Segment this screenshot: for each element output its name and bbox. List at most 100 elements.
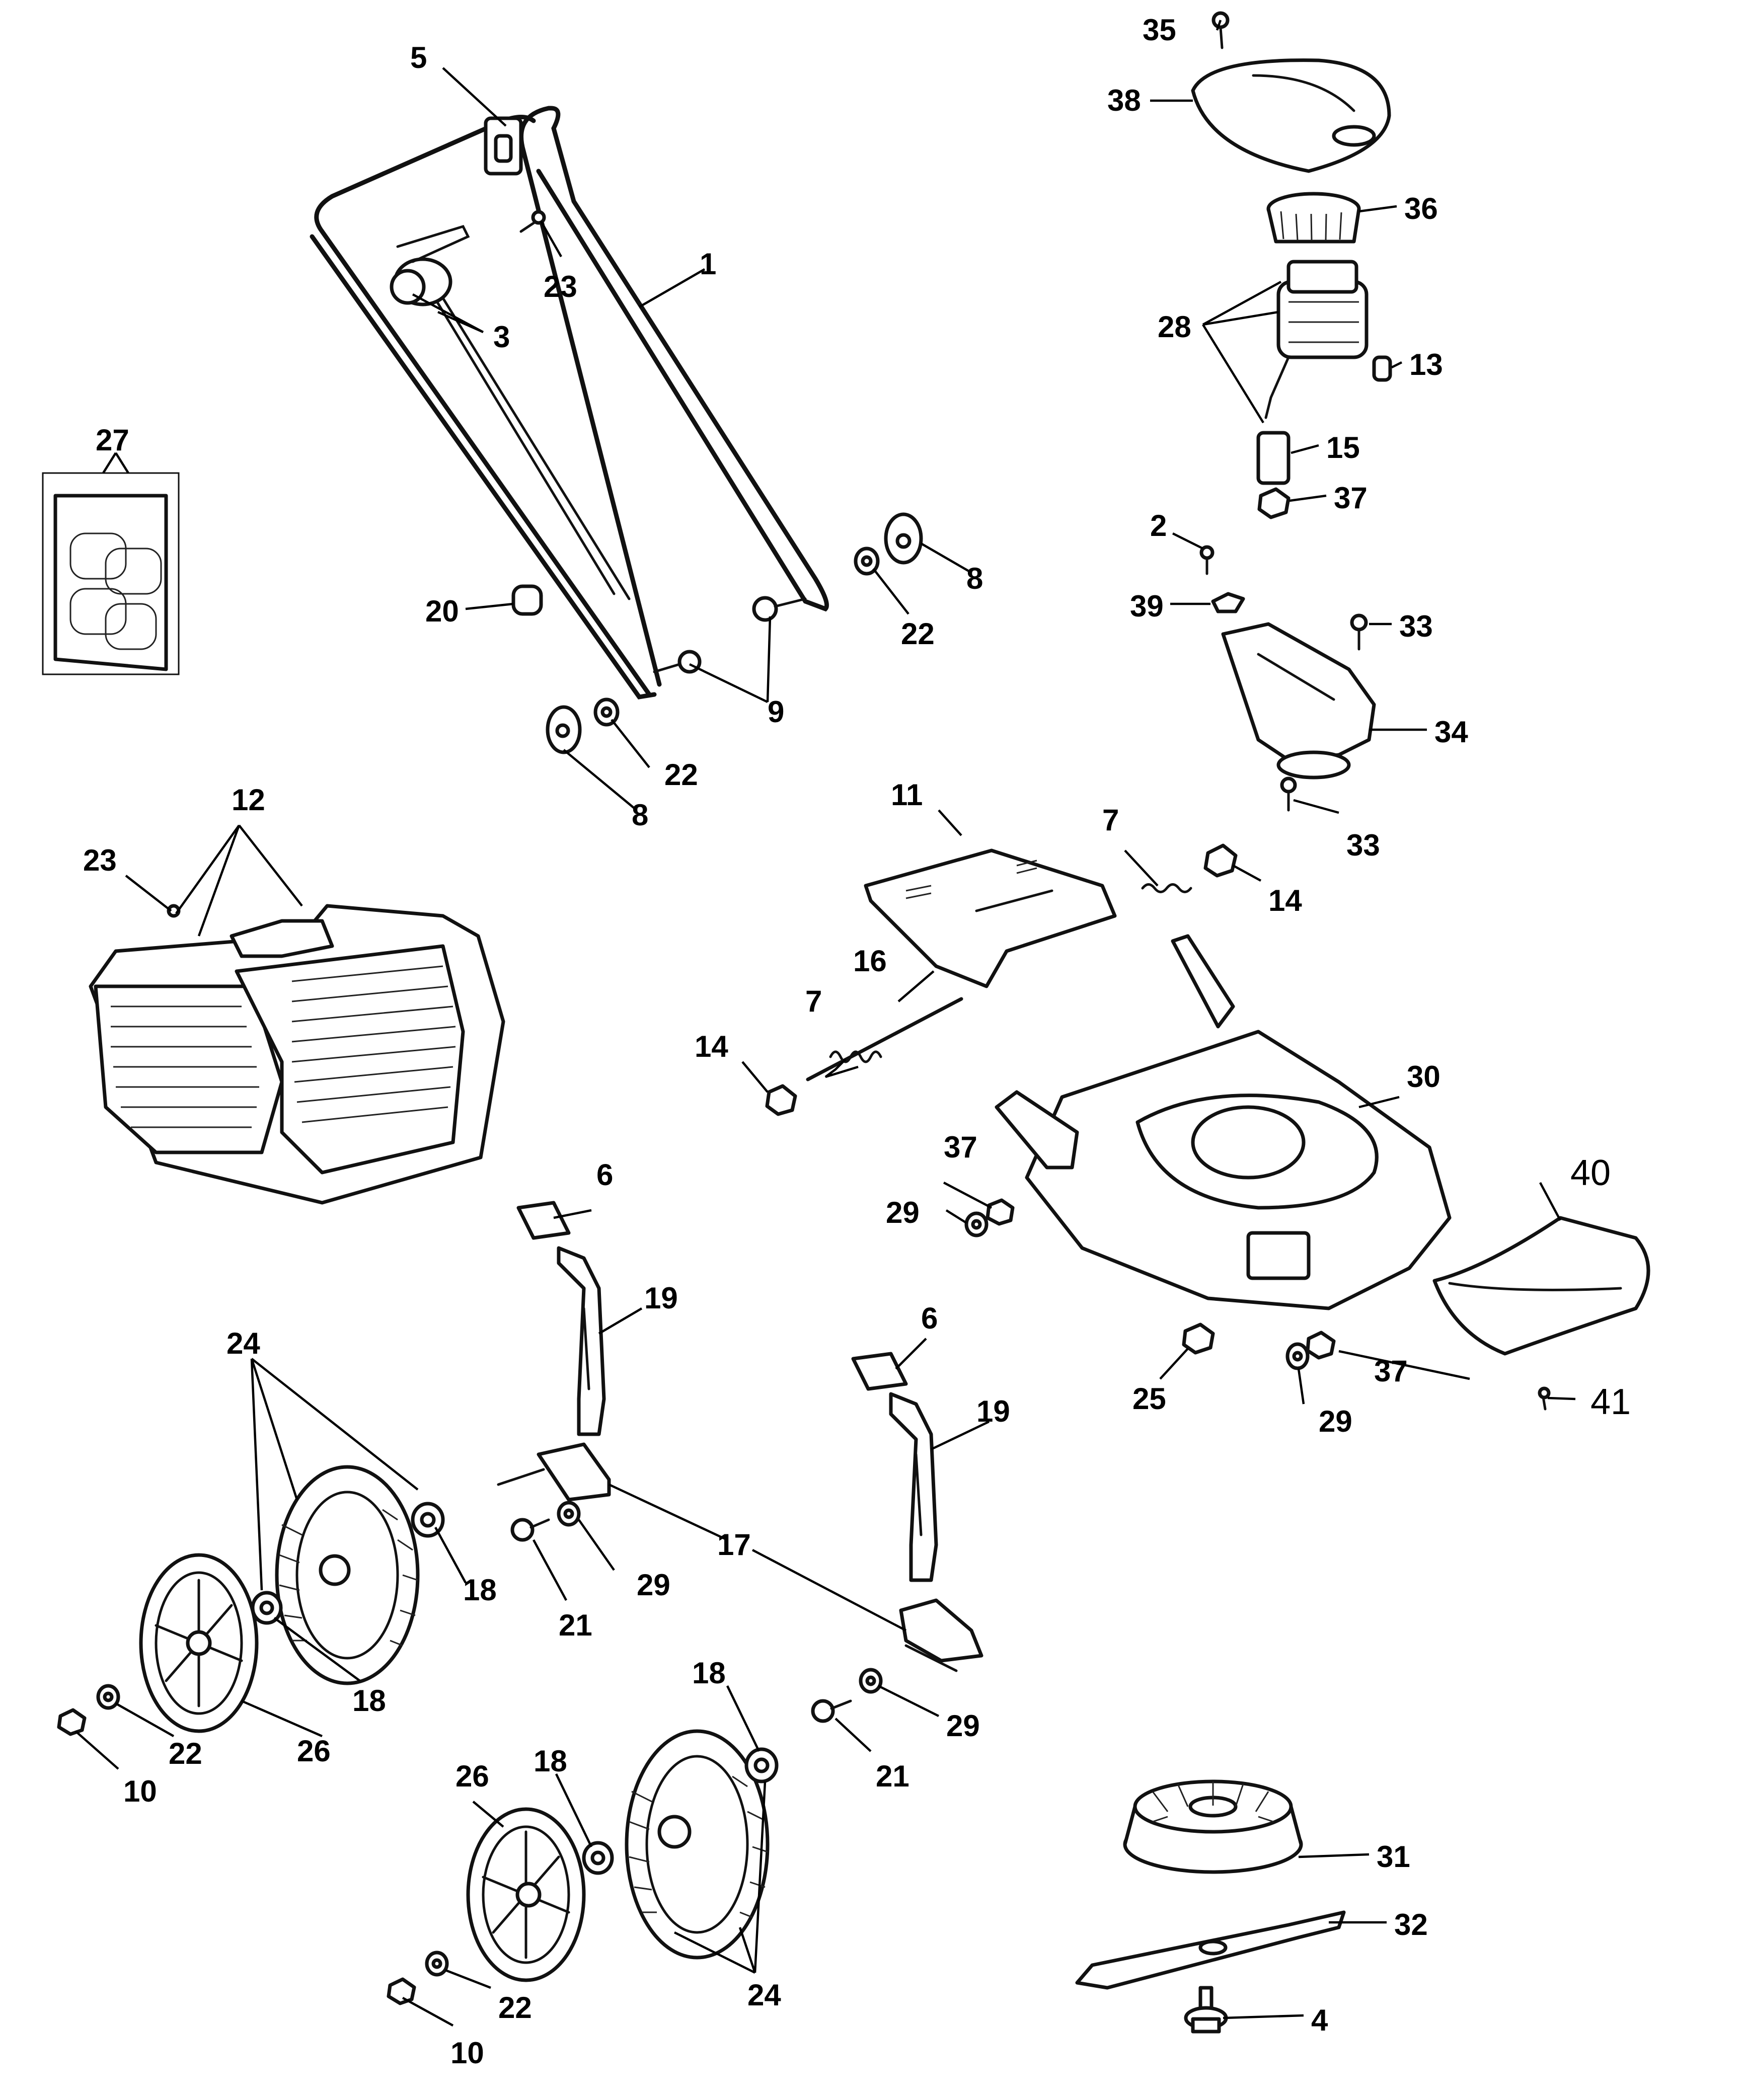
callout-13: 13: [1409, 348, 1443, 381]
motor-housing-part: [1221, 622, 1376, 780]
washer-22-lower-right-part: [425, 1951, 449, 1977]
screw-41-part: [1538, 1386, 1551, 1411]
callout-9: 9: [768, 695, 784, 729]
callout-24-lower: 24: [747, 1978, 781, 2012]
bearing-18-lower-left-part: [582, 1841, 614, 1875]
washer-29-right-part: [1285, 1342, 1310, 1370]
washer-29-left-part: [557, 1501, 581, 1527]
spring-7-left-part: [829, 1050, 882, 1063]
callout-19-left: 19: [644, 1281, 678, 1315]
callout-29-left: 29: [637, 1568, 670, 1602]
screw-2-part: [1199, 545, 1215, 575]
height-lever-19-right-part: [889, 1392, 938, 1582]
nut-37-top-part: [1257, 487, 1291, 519]
callout-32: 32: [1394, 1908, 1428, 1941]
nut-37-right-part: [1306, 1331, 1336, 1360]
callout-21-right: 21: [876, 1759, 909, 1793]
screw-33-right-part: [1350, 613, 1368, 651]
washer-22-lower-left-part: [96, 1684, 120, 1710]
callout-3: 3: [493, 320, 510, 354]
callout-38: 38: [1107, 84, 1141, 117]
screw-23-top-part: [519, 210, 546, 233]
nut-14-right-part: [1203, 843, 1238, 878]
callout-16: 16: [853, 944, 887, 978]
callout-25: 25: [1132, 1382, 1166, 1416]
callout-7-left: 7: [805, 984, 822, 1018]
wheel-24-lower-part: [625, 1729, 770, 1960]
bolt-9-lower-part: [653, 650, 702, 674]
callout-36: 36: [1404, 192, 1438, 225]
callout-18-upper-left: 18: [352, 1684, 386, 1718]
callout-23-top: 23: [544, 270, 577, 303]
washer-29-mid-part: [964, 1211, 989, 1237]
callout-8-right: 8: [966, 562, 983, 595]
blade-part: [1075, 1910, 1346, 1990]
cable-clip-part: [511, 584, 543, 616]
callout-4: 4: [1311, 2003, 1328, 2037]
knob-8-right-part: [884, 512, 923, 565]
callout-6-left: 6: [596, 1158, 613, 1192]
motor-cover-part: [1191, 58, 1391, 173]
callout-37-right: 37: [1374, 1354, 1408, 1388]
callout-28: 28: [1158, 310, 1191, 344]
callout-26-lower: 26: [456, 1759, 489, 1793]
callout-31: 31: [1377, 1840, 1410, 1874]
callout-10-left: 10: [123, 1774, 157, 1808]
nut-37-mid-part: [985, 1198, 1015, 1226]
handle-clip-part: [484, 116, 523, 176]
callout-26-upper: 26: [297, 1734, 331, 1768]
callout-19-right: 19: [976, 1394, 1010, 1428]
callout-23-left: 23: [83, 843, 117, 877]
knob-8-left-part: [546, 705, 582, 754]
callout-29-mid: 29: [886, 1196, 920, 1229]
cable-clip-39-part: [1211, 592, 1245, 613]
callout-37-mid: 37: [944, 1130, 977, 1164]
callout-14-left: 14: [695, 1030, 728, 1063]
grass-catcher-part: [89, 904, 505, 1205]
bearing-18-lower-right-part: [744, 1747, 779, 1783]
screw-33-bottom-part: [1280, 776, 1297, 812]
screw-21-right-part: [811, 1699, 852, 1723]
lever-grip-6-left-part: [516, 1201, 571, 1240]
callout-22-lower-left: 22: [169, 1737, 202, 1770]
callout-37-top: 37: [1334, 481, 1368, 515]
wheel-cover-26-lower-part: [466, 1807, 586, 1982]
callout-18-lower-left: 18: [534, 1744, 567, 1778]
callout-21-left: 21: [559, 1608, 592, 1642]
blade-bolt-part: [1184, 1986, 1228, 2034]
screw-35-part: [1211, 11, 1230, 49]
callout-29-right: 29: [1319, 1405, 1352, 1438]
callout-17: 17: [717, 1528, 751, 1562]
switch-box-part: [390, 224, 470, 306]
callout-22-left: 22: [664, 758, 698, 792]
bearing-18-upper-left-part: [251, 1591, 283, 1625]
mower-deck-part: [995, 934, 1452, 1310]
callout-7-right: 7: [1102, 803, 1119, 837]
callout-41: 41: [1590, 1382, 1631, 1422]
motor-part: [1264, 260, 1369, 419]
callout-6-right: 6: [921, 1301, 938, 1335]
cooling-fan-part: [1123, 1779, 1303, 1874]
callout-18-upper-right: 18: [463, 1573, 497, 1607]
callout-33-right: 33: [1399, 609, 1433, 643]
callout-24-upper: 24: [226, 1327, 260, 1360]
callout-30: 30: [1407, 1060, 1440, 1094]
handle-bar-part: [310, 106, 829, 699]
callout-20: 20: [425, 594, 459, 628]
wheel-24-upper-part: [275, 1465, 420, 1685]
callout-35: 35: [1143, 13, 1176, 47]
wheel-cover-26-upper-part: [139, 1553, 259, 1733]
washer-22-right-part: [854, 547, 880, 576]
callout-1: 1: [700, 247, 716, 281]
lever-grip-6-right-part: [851, 1352, 908, 1391]
callout-40: 40: [1570, 1153, 1611, 1193]
callout-22-lower-right: 22: [498, 1991, 532, 2025]
washer-22-left-part: [593, 697, 620, 727]
callout-11: 11: [891, 778, 923, 812]
spring-7-right-part: [1141, 883, 1192, 893]
rear-deflector-part: [1432, 1216, 1650, 1356]
callout-14-right: 14: [1268, 884, 1302, 917]
nut-25-part: [1182, 1323, 1215, 1355]
nut-10-right-part: [387, 1977, 416, 2005]
